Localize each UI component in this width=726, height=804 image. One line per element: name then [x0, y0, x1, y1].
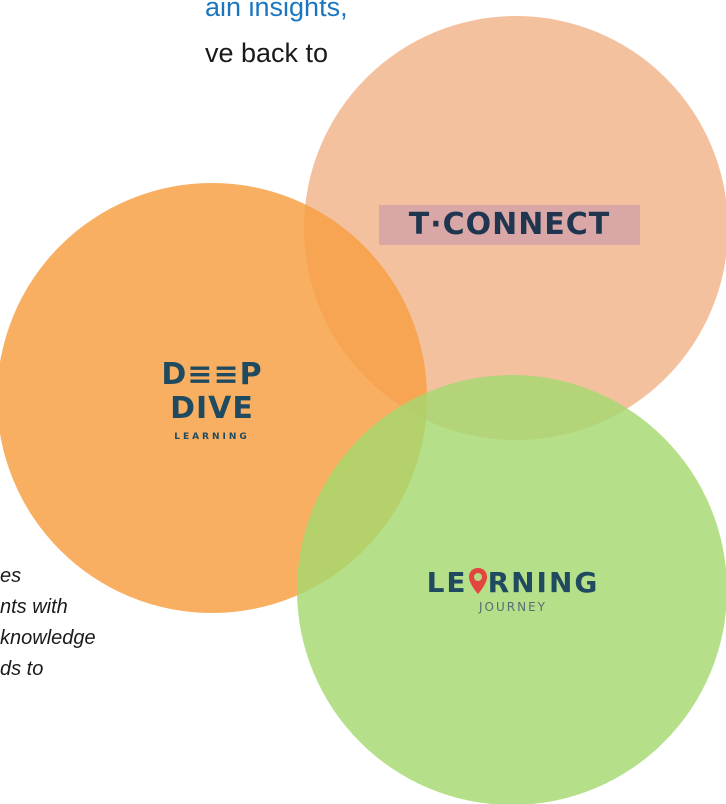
location-pin-icon [468, 568, 487, 594]
deepdive-logo-sub: LEARNING [174, 432, 250, 442]
deepdive-logo: D≡≡P DIVE LEARNING [148, 357, 276, 443]
deepdive-logo-line2: DIVE [170, 391, 254, 426]
learning-journey-sub: JOURNEY [479, 600, 547, 614]
body-text-line: ds to [0, 658, 44, 680]
deepdive-logo-line1: D≡≡P [161, 357, 263, 392]
body-text-line: es [0, 565, 22, 587]
heading-fragment-dark: ve back to [205, 38, 329, 68]
learning-journey-logo: LE RNING JOURNEY [403, 566, 623, 614]
learning-journey-title-start: LE [426, 566, 468, 599]
learning-journey-title-rest: RNING [487, 566, 600, 599]
body-text-line: nts with [0, 596, 68, 618]
heading-fragment-blue: ain insights, [205, 0, 348, 22]
tconnect-logo: T·CONNECT [379, 205, 640, 245]
tconnect-logo-text: T·CONNECT [408, 207, 611, 242]
journey-circle [297, 375, 726, 804]
learning-journey-title: LE RNING [403, 566, 623, 600]
body-text-line: knowledge [0, 627, 96, 649]
